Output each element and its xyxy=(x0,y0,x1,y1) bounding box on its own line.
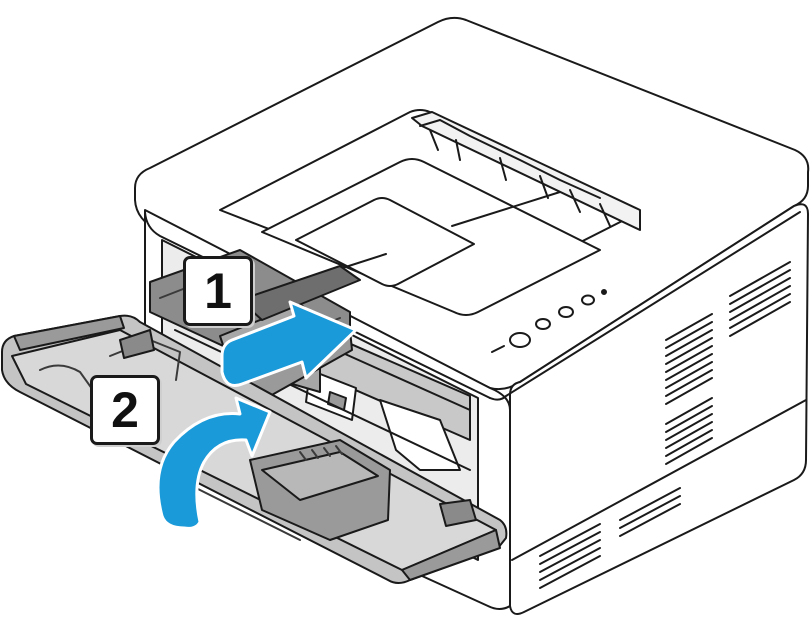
printer-right-side xyxy=(509,203,809,615)
step-2-label: 2 xyxy=(90,375,160,445)
paper-stop-flap xyxy=(295,197,475,287)
panel-button-2 xyxy=(558,306,574,318)
arrow-close-door-icon xyxy=(156,396,272,530)
panel-button-1 xyxy=(535,318,551,330)
control-panel xyxy=(491,289,607,353)
arrow-insert-cartridge-icon xyxy=(220,300,358,387)
side-vents-upper xyxy=(665,261,791,465)
output-tray xyxy=(219,109,641,316)
power-button xyxy=(509,332,531,348)
panel-button-3 xyxy=(581,294,595,306)
status-led xyxy=(601,289,607,295)
step-1-label: 1 xyxy=(183,256,253,326)
side-vents-lower xyxy=(539,487,681,589)
paper-tray-seam xyxy=(511,399,807,561)
